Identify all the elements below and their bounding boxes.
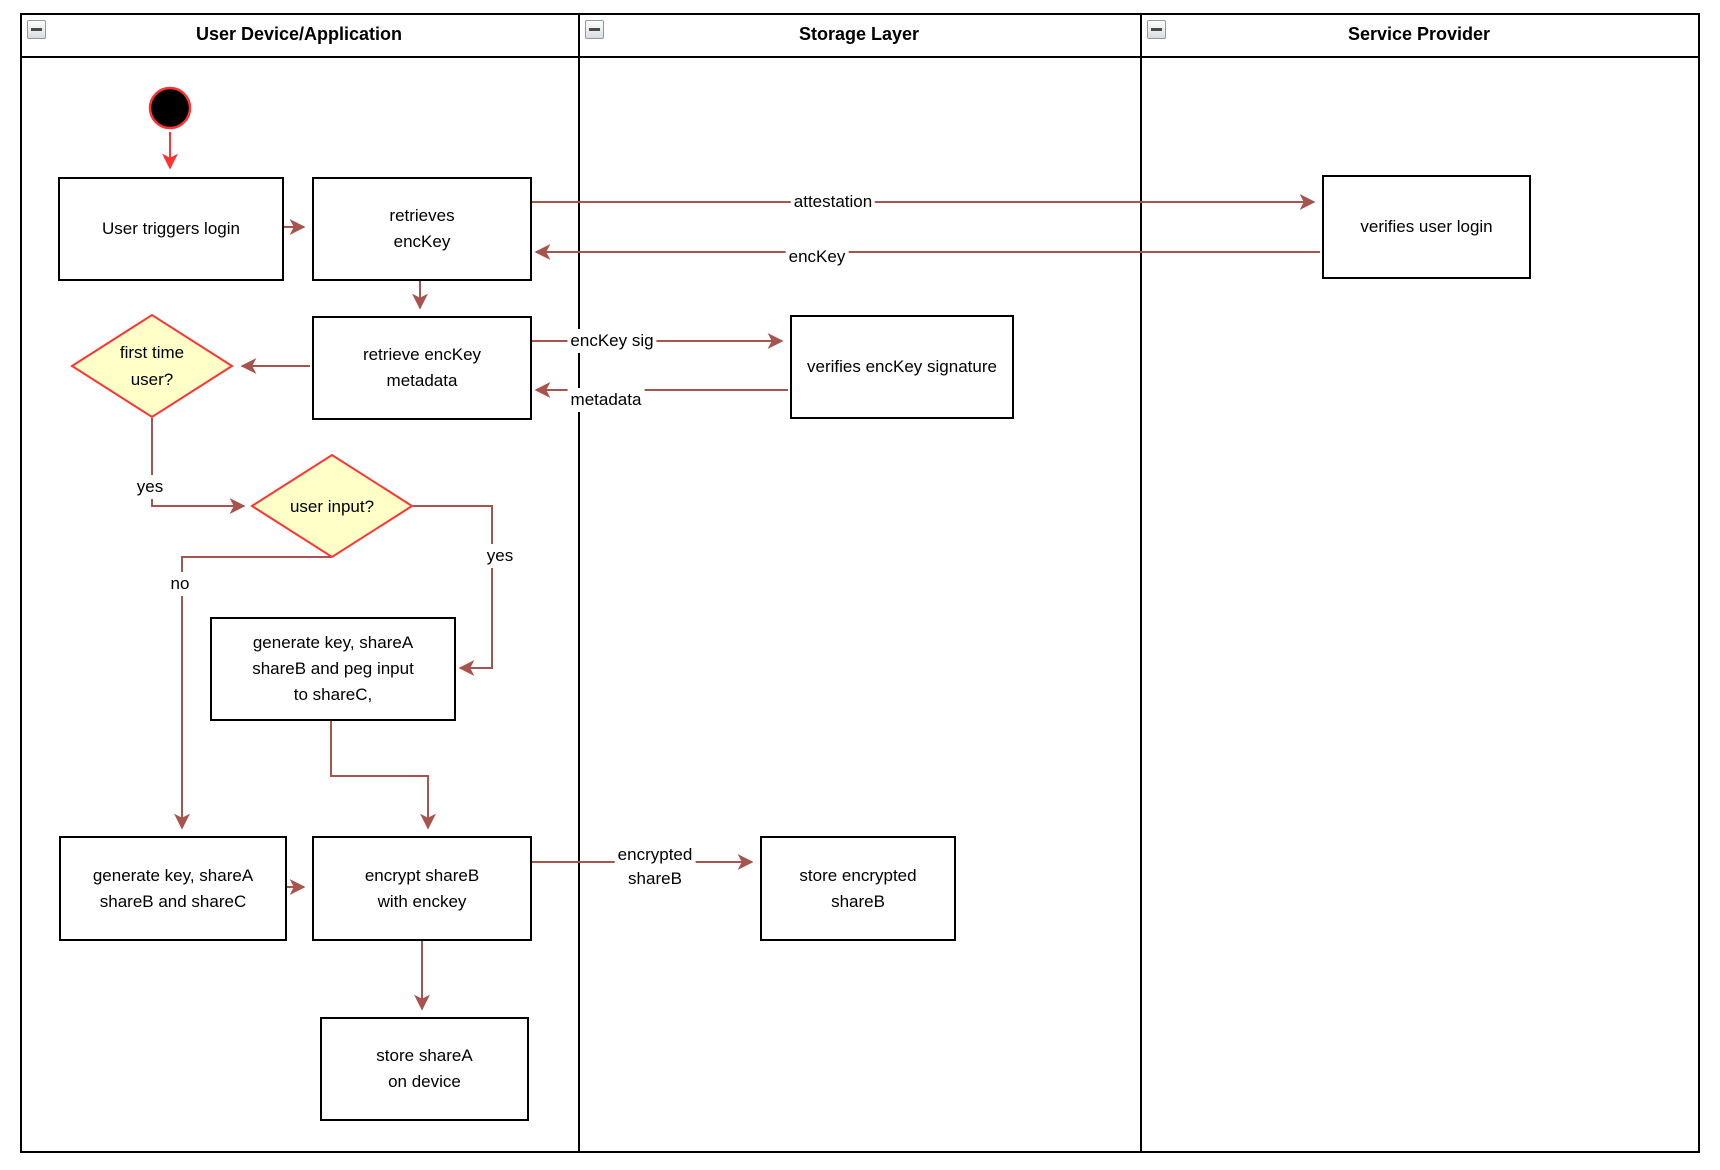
lane-divider-2 (1140, 13, 1142, 1151)
node-verifies-enckey-signature[interactable]: verifies encKey signature (790, 315, 1014, 419)
lane-title-storage-layer: Storage Layer (798, 24, 920, 44)
node-store-sharea-on-device[interactable]: store shareA on device (320, 1017, 529, 1121)
edge-label-yes-user-input[interactable]: yes (483, 544, 517, 568)
edge-user-input-yes-branch[interactable] (413, 505, 493, 676)
edge-peg-input-to-encrypt[interactable] (330, 719, 436, 830)
lane-divider-1 (578, 13, 580, 1151)
lane-title-user-device: User Device/Application (195, 24, 403, 44)
lane-title-service-provider: Service Provider (1347, 24, 1491, 44)
node-generate-key-sharec[interactable]: generate key, shareA shareB and shareC (59, 836, 287, 941)
decision-user-input-label: user input? (289, 496, 375, 516)
collapse-minus-icon[interactable] (585, 20, 604, 39)
edge-label-metadata[interactable]: metadata (567, 388, 645, 412)
node-encrypt-shareb[interactable]: encrypt shareB with enckey (312, 836, 532, 941)
edge-label-no-user-input[interactable]: no (167, 572, 193, 596)
node-verifies-user-login[interactable]: verifies user login (1322, 175, 1531, 279)
diagram-frame (20, 13, 1700, 1153)
edge-user-input-no-branch[interactable] (174, 556, 331, 830)
node-retrieve-enckey-metadata[interactable]: retrieve encKey metadata (312, 316, 532, 420)
edge-label-yes-first-time[interactable]: yes (133, 475, 167, 499)
node-generate-key-peg-input[interactable]: generate key, shareA shareB and peg inpu… (210, 617, 456, 721)
edge-label-encrypted-shareb[interactable]: encrypted shareB (614, 843, 696, 891)
node-store-encrypted-shareb[interactable]: store encrypted shareB (760, 836, 956, 941)
collapse-minus-icon[interactable] (1147, 20, 1166, 39)
node-retrieves-enckey[interactable]: retrieves encKey (312, 177, 532, 281)
edge-label-enckey[interactable]: encKey (785, 245, 849, 269)
decision-first-time-user-label: first time user? (119, 343, 185, 389)
edge-label-enckey-sig[interactable]: encKey sig (567, 329, 657, 353)
node-user-triggers-login[interactable]: User triggers login (58, 177, 284, 281)
decision-first-time-user[interactable] (70, 313, 234, 419)
edge-yes-to-user-input-diamond[interactable] (151, 418, 246, 514)
start-node[interactable] (148, 86, 192, 130)
lane-header-divider (20, 56, 1700, 58)
edge-label-attestation[interactable]: attestation (790, 190, 876, 214)
collapse-minus-icon[interactable] (27, 20, 46, 39)
decision-user-input[interactable] (250, 453, 414, 559)
